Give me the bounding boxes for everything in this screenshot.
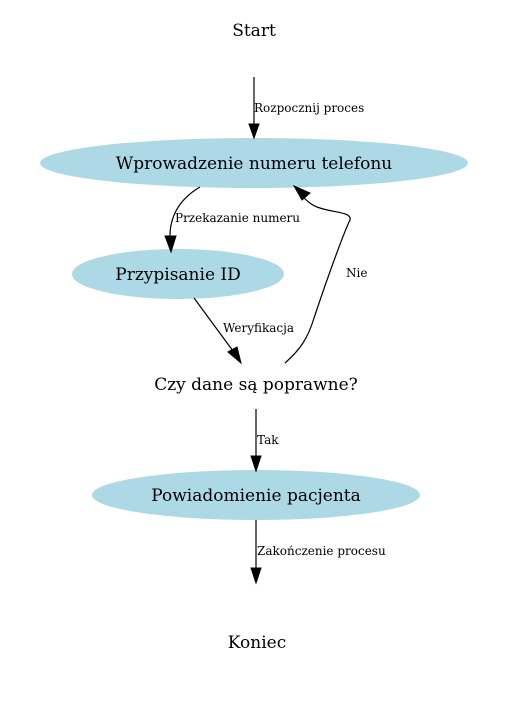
edge-start-phone-label: Rozpocznij proces [254,101,364,115]
edge-decision-phone-arrowhead [292,184,311,201]
node-decision: Czy dane są poprawne? [154,375,358,395]
edge-decision-notify-label: Tak [257,433,279,447]
node-assign-shape [72,249,284,299]
node-phone-shape [40,138,468,188]
edge-phone-assign-line [169,186,201,241]
edge-assign-decision-line [193,297,234,352]
edge-decision-notify-arrowhead [250,455,262,473]
edge-start-phone-arrowhead [248,123,260,140]
edge-phone-assign-arrowhead [164,235,177,254]
edge-assign-decision-label: Weryfikacja [223,321,294,335]
node-end: Koniec [228,633,286,653]
node-assign: Przypisanie ID [115,265,241,285]
edge-assign-decision-arrowhead [227,346,242,365]
edge-notify-end-label: Zakończenie procesu [257,544,386,558]
edge-decision-phone-label: Nie [346,266,367,280]
edge-phone-assign-label: Przekazanie numeru [175,211,300,225]
node-phone: Wprowadzenie numeru telefonu [116,154,393,174]
node-start: Start [232,21,276,41]
node-notify: Powiadomienie pacjenta [151,486,360,506]
edge-decision-phone-line [284,194,351,364]
node-notify-shape [92,470,420,520]
edge-notify-end-arrowhead [250,567,262,585]
